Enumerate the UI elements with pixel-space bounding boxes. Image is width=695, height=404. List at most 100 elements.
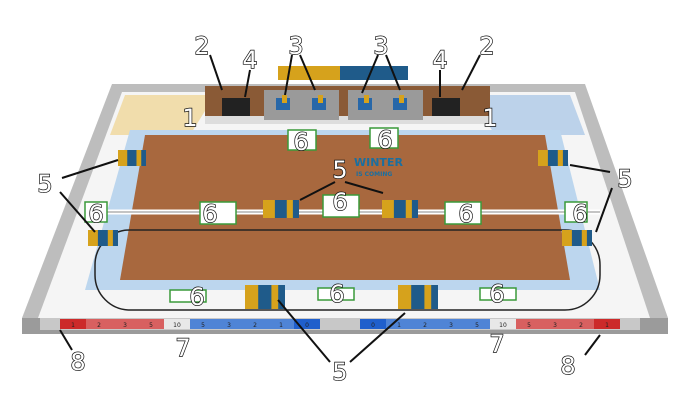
mission-model (564, 201, 588, 223)
leader-line (595, 187, 613, 233)
ice-zone-left (110, 95, 215, 135)
score-cell (360, 319, 386, 329)
leader-line (349, 312, 406, 363)
mission-model (199, 201, 237, 225)
callout-number: 6 (572, 200, 587, 228)
score-cell (138, 319, 164, 329)
rack-3-left (264, 90, 339, 120)
score-label: 1 (71, 322, 75, 329)
callout-number: 2 (194, 32, 209, 60)
score-label: 10 (499, 322, 507, 329)
leader-line (584, 334, 601, 356)
back-wall-ledge (205, 116, 490, 124)
model-block (263, 200, 299, 218)
model-block (382, 200, 418, 218)
score-cell (242, 319, 268, 329)
callout-number: 4 (242, 46, 257, 74)
logo-line1: WINTER (354, 156, 403, 169)
callout-number: 4 (432, 46, 447, 74)
score-label: 5 (527, 322, 531, 329)
score-cell (594, 319, 620, 329)
score-cell (438, 319, 464, 329)
mission-model (287, 129, 317, 151)
score-cell (190, 319, 216, 329)
score-label: 2 (253, 322, 257, 329)
model-block (398, 285, 438, 309)
score-label: 3 (227, 322, 231, 329)
score-cell (490, 319, 516, 329)
callout-number: 5 (617, 165, 632, 193)
score-cell (112, 319, 138, 329)
leader-line (385, 54, 401, 91)
score-cell (542, 319, 568, 329)
mission-model (322, 194, 360, 218)
callout-number: 6 (458, 200, 473, 228)
score-cell (86, 319, 112, 329)
score-label: 0 (305, 322, 309, 329)
score-label: 2 (423, 322, 427, 329)
callout-number: 6 (189, 283, 204, 311)
callout-number: 6 (293, 128, 308, 156)
bin-4-left (222, 98, 250, 116)
score-cell (268, 319, 294, 329)
model-block (562, 230, 592, 246)
score-label: 3 (123, 322, 127, 329)
callout-number: 3 (288, 32, 303, 60)
model-block (538, 150, 568, 166)
score-cell (216, 319, 242, 329)
leader-line (277, 299, 331, 363)
score-cell (516, 319, 542, 329)
leader-line (209, 54, 223, 91)
score-label: 5 (149, 322, 153, 329)
callout-number: 8 (70, 348, 85, 376)
score-label: 10 (173, 322, 181, 329)
track-outline (94, 229, 601, 311)
mission-model (84, 201, 108, 223)
model-block (88, 230, 118, 246)
model-block (118, 150, 146, 166)
leader-line (59, 191, 96, 233)
score-label: 0 (371, 322, 375, 329)
score-label: 3 (553, 322, 557, 329)
callout-number: 6 (88, 200, 103, 228)
bin-4-right (432, 98, 460, 116)
leader-line (569, 164, 611, 173)
leader-line (361, 54, 379, 94)
callout-number: 5 (332, 156, 347, 184)
score-label: 5 (475, 322, 479, 329)
leader-line (344, 181, 384, 194)
callout-number: 7 (489, 330, 504, 358)
callout-number: 6 (332, 188, 347, 216)
leader-line (461, 54, 481, 91)
score-label: 1 (605, 322, 609, 329)
callout-number: 1 (182, 104, 197, 132)
mission-model (317, 287, 355, 301)
leader-line (59, 329, 73, 351)
score-cell (164, 319, 190, 329)
score-cell (386, 319, 412, 329)
leader-line (299, 181, 336, 201)
callout-number: 5 (37, 170, 52, 198)
callout-number: 3 (373, 32, 388, 60)
callout-number: 6 (329, 280, 344, 308)
score-cell (294, 319, 320, 329)
callout-number: 6 (377, 126, 392, 154)
score-label: 2 (579, 322, 583, 329)
score-label: 2 (97, 322, 101, 329)
leader-line (61, 159, 119, 179)
callout-number: 2 (479, 32, 494, 60)
model-block (245, 285, 285, 309)
score-label: 1 (279, 322, 283, 329)
mission-model (479, 287, 517, 301)
callout-number: 6 (489, 280, 504, 308)
score-cell (60, 319, 86, 329)
score-label: 3 (449, 322, 453, 329)
logo-line2: IS COMING (356, 171, 392, 178)
callout-number: 8 (560, 352, 575, 380)
callout-number: 5 (332, 358, 347, 386)
callout-number: 6 (202, 200, 217, 228)
callout-number: 7 (175, 334, 190, 362)
